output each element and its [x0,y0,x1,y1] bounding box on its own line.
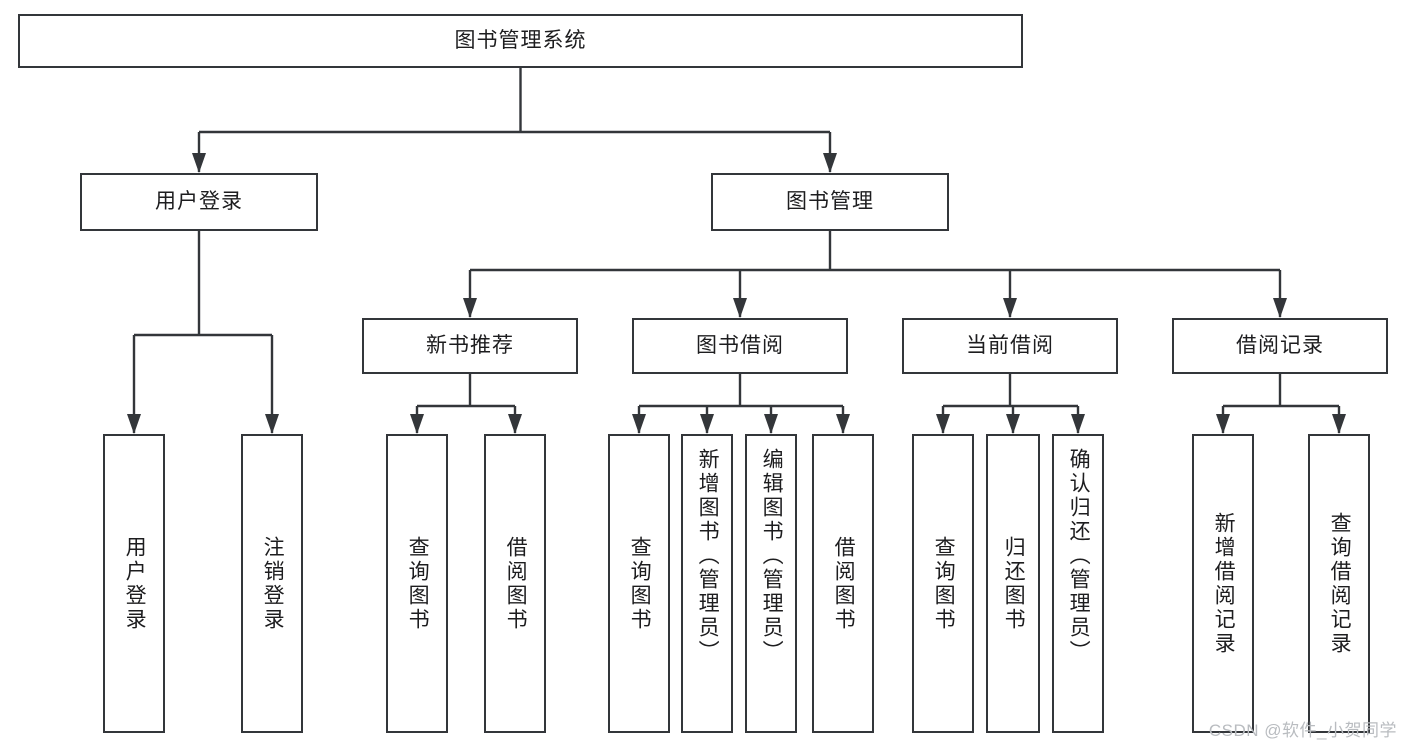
node-label: 借阅记录 [1236,333,1324,357]
csdn-watermark: CSDN @软件_小贺同学 [1208,721,1397,740]
node-label: 图书管理 [786,189,874,213]
node-label: 查询图书 [932,535,956,632]
node-leaf-query-book-1[interactable]: 查询图书 [386,434,448,733]
node-leaf-logout[interactable]: 注销登录 [241,434,303,733]
node-label: 新增图书（管理员） [696,448,720,664]
node-leaf-query-book-3[interactable]: 查询图书 [912,434,974,733]
node-leaf-user-login[interactable]: 用户登录 [103,434,165,733]
node-label: 注销登录 [261,535,285,632]
node-leaf-borrow-book-2[interactable]: 借阅图书 [812,434,874,733]
node-label: 新书推荐 [426,333,514,357]
node-label: 借阅图书 [504,535,528,632]
node-leaf-query-record[interactable]: 查询借阅记录 [1308,434,1370,733]
node-label: 新增借阅记录 [1212,511,1236,656]
node-new-book-rec[interactable]: 新书推荐 [362,318,578,374]
node-label: 图书管理系统 [454,28,587,52]
node-current-borrow[interactable]: 当前借阅 [902,318,1118,374]
node-label: 确认归还（管理员） [1067,448,1091,664]
node-label: 用户登录 [123,535,147,632]
node-borrow-record[interactable]: 借阅记录 [1172,318,1388,374]
node-label: 用户登录 [155,189,243,213]
node-label: 查询图书 [628,535,652,632]
node-label: 查询图书 [406,535,430,632]
node-leaf-borrow-book-1[interactable]: 借阅图书 [484,434,546,733]
node-root[interactable]: 图书管理系统 [18,14,1023,68]
node-label: 归还图书 [1002,535,1026,632]
node-book-manage[interactable]: 图书管理 [711,173,949,231]
node-label: 图书借阅 [696,333,784,357]
node-leaf-query-book-2[interactable]: 查询图书 [608,434,670,733]
node-book-borrow[interactable]: 图书借阅 [632,318,848,374]
node-leaf-return-book[interactable]: 归还图书 [986,434,1040,733]
node-user-login[interactable]: 用户登录 [80,173,318,231]
node-leaf-confirm-return[interactable]: 确认归还（管理员） [1052,434,1104,733]
node-label: 查询借阅记录 [1328,511,1352,656]
node-label: 当前借阅 [966,333,1054,357]
node-leaf-edit-book[interactable]: 编辑图书（管理员） [745,434,797,733]
node-leaf-add-record[interactable]: 新增借阅记录 [1192,434,1254,733]
node-label: 借阅图书 [832,535,856,632]
node-label: 编辑图书（管理员） [760,448,784,664]
node-leaf-add-book[interactable]: 新增图书（管理员） [681,434,733,733]
